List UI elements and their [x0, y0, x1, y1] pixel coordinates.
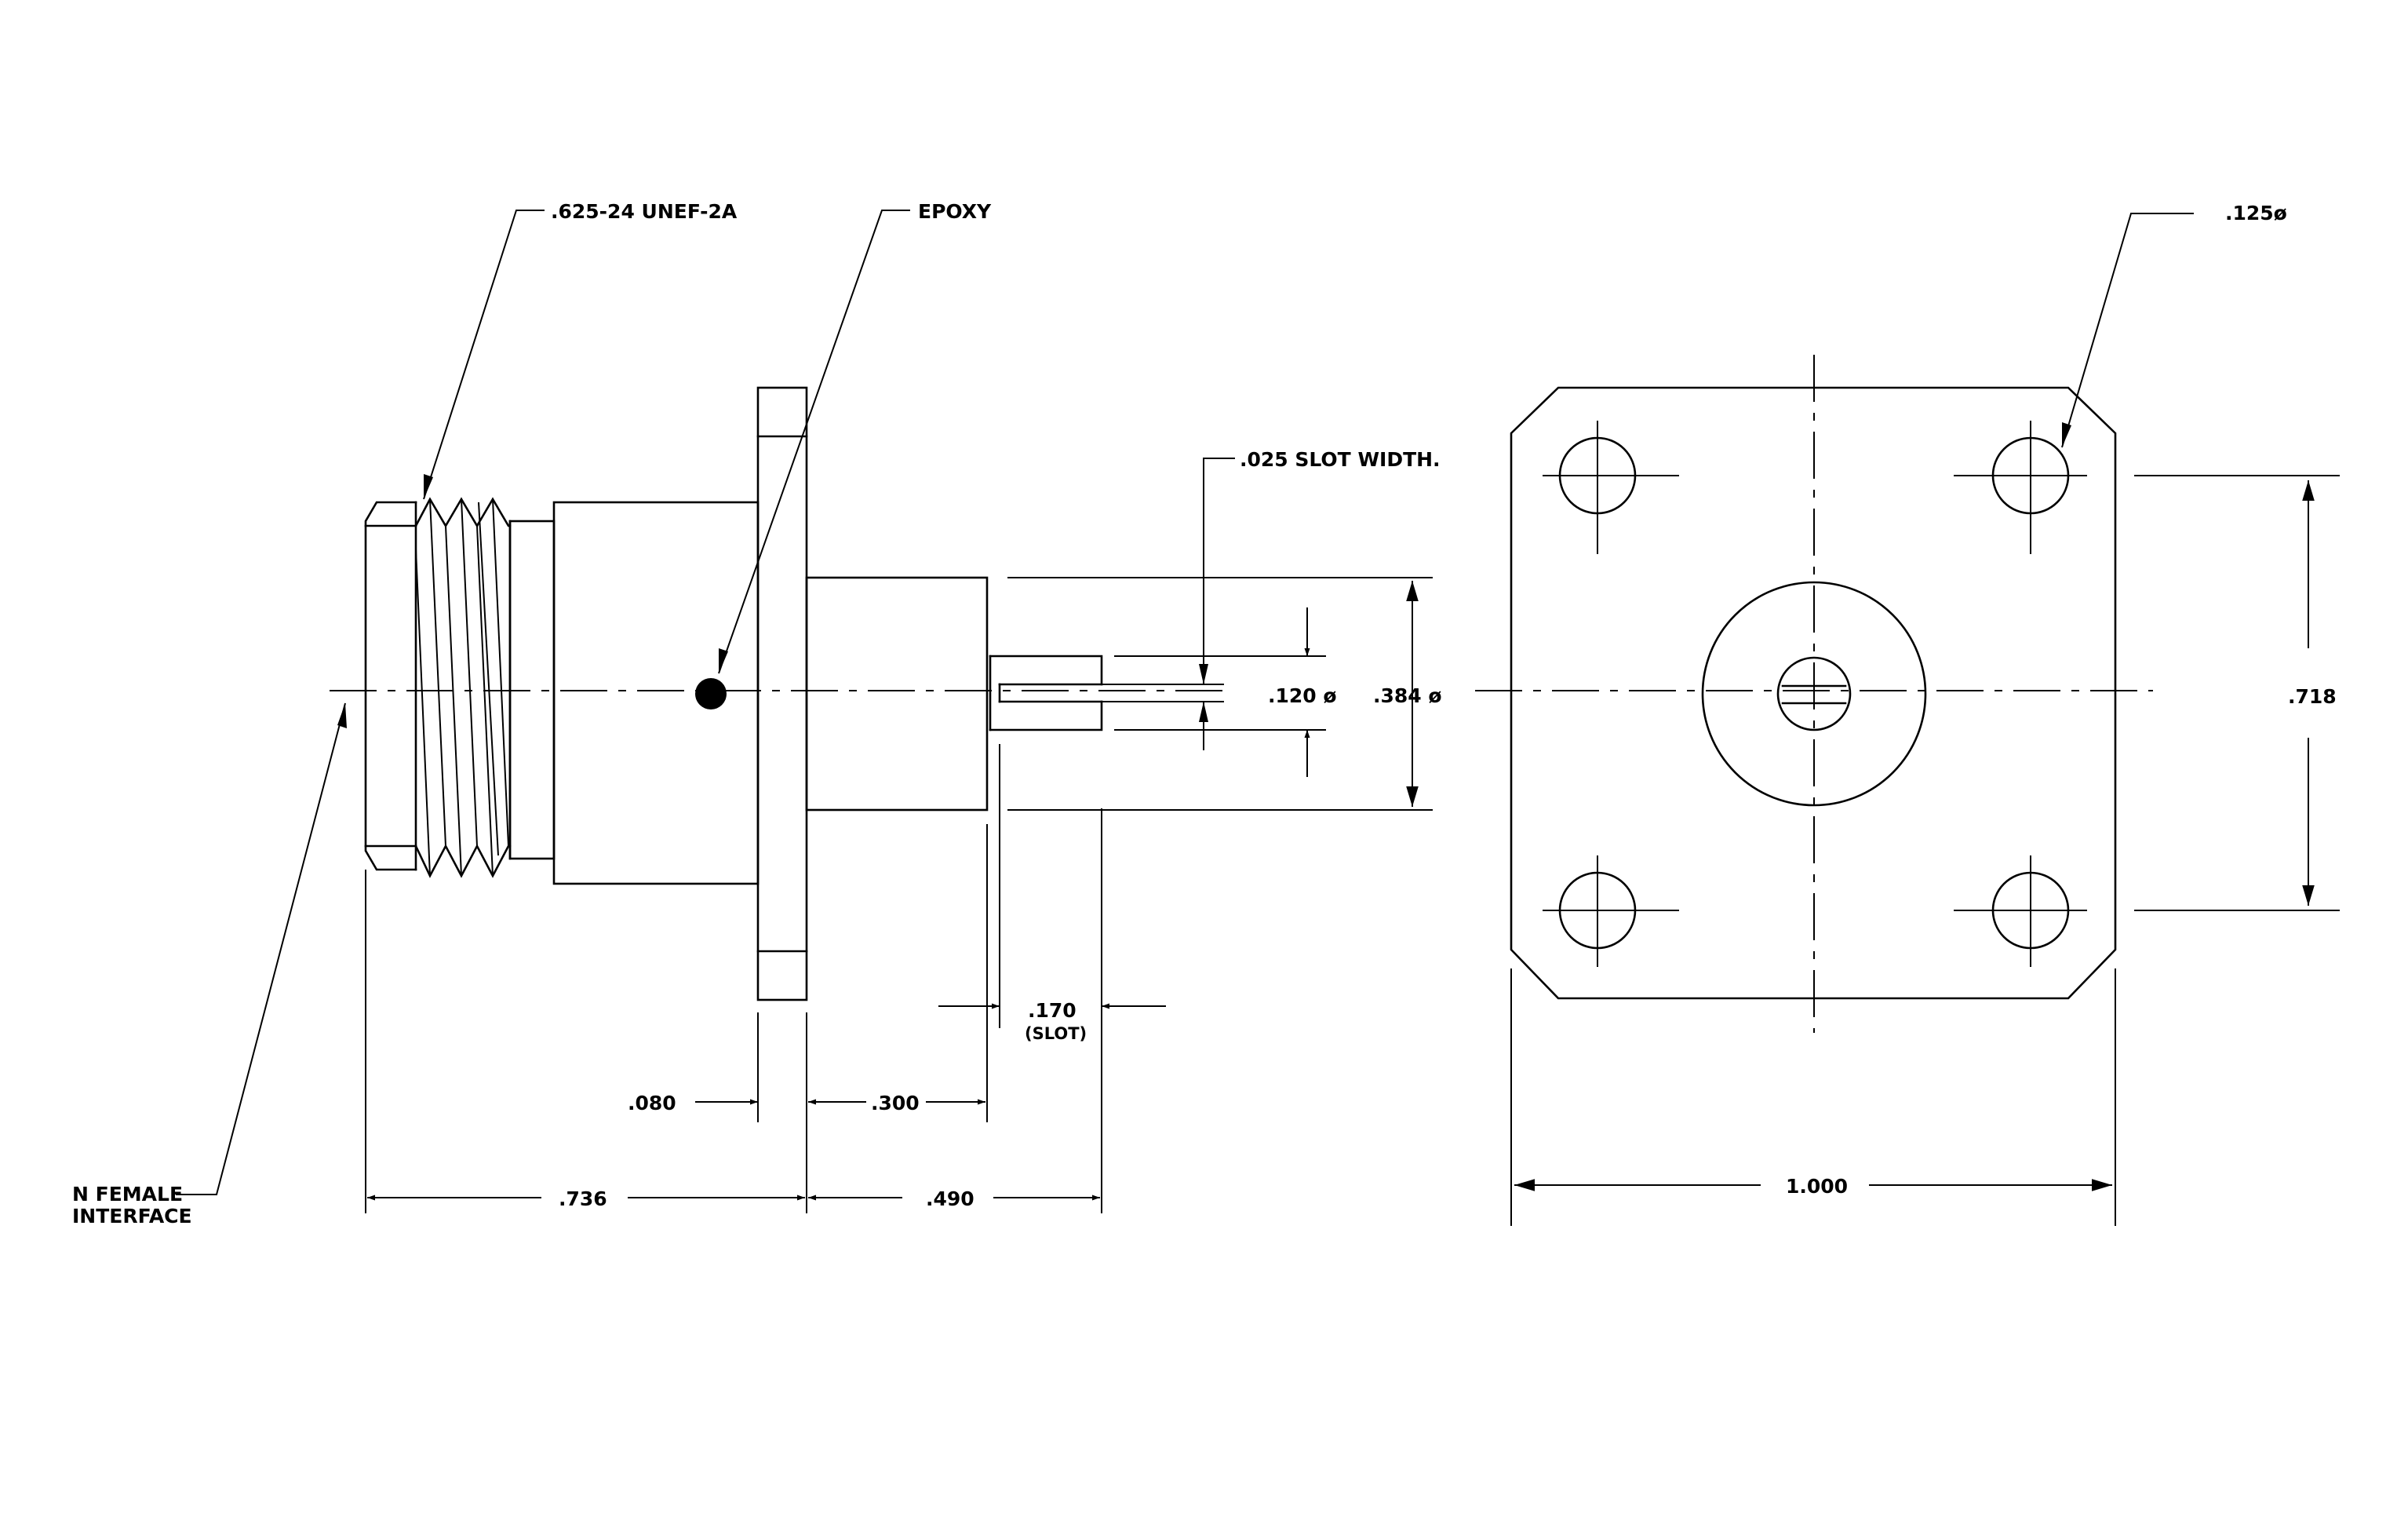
hole-dia-callout: .125ø [2061, 202, 2287, 448]
epoxy-callout: EPOXY [718, 200, 992, 674]
mounting-hole [1543, 421, 1679, 554]
flange-outline [1510, 386, 2117, 1000]
dim-slot-length-label: .170 [1028, 999, 1076, 1022]
dim-rear-length-label: .490 [926, 1187, 974, 1210]
rear-cylinder [805, 576, 989, 812]
rear-body [552, 501, 760, 885]
dim-flange-thickness: .080 [628, 1092, 758, 1114]
side-view: .120 ø .384 ø .025 SLOT WIDTH. .170 (SLO… [72, 200, 1442, 1227]
dim-body-dia: .384 ø [1373, 581, 1442, 807]
slot-width-label: .025 SLOT WIDTH. [1240, 448, 1441, 471]
dim-flange-thickness-label: .080 [628, 1092, 676, 1114]
thread-callout: .625-24 UNEF-2A [423, 200, 738, 500]
dim-rear-length: .490 [808, 1187, 1100, 1210]
dim-hole-spacing: .718 [2288, 480, 2337, 906]
front-view: .125ø .718 1.000 [1475, 202, 2340, 1226]
dim-body-dia-label: .384 ø [1373, 684, 1442, 707]
dim-flange-width-label: 1.000 [1786, 1175, 1848, 1198]
thread-label: .625-24 UNEF-2A [551, 200, 738, 223]
mounting-hole [1954, 855, 2087, 967]
interface-callout: N FEMALE INTERFACE [72, 702, 347, 1227]
dim-pin-dia-label: .120 ø [1268, 684, 1337, 707]
dim-body-length-label: .300 [871, 1092, 920, 1114]
epoxy-label: EPOXY [918, 200, 992, 223]
dim-body-length: .300 [808, 1092, 985, 1114]
dim-front-length: .736 [367, 1187, 805, 1210]
mounting-hole [1954, 421, 2087, 554]
dim-slot-tag: (SLOT) [1025, 1024, 1087, 1043]
interface-label-line2: INTERFACE [72, 1205, 192, 1227]
threaded-front [364, 497, 512, 878]
dim-hole-spacing-label: .718 [2288, 685, 2337, 708]
pin-slot [1781, 684, 1847, 705]
dim-front-length-label: .736 [559, 1187, 607, 1210]
flange [756, 386, 808, 1001]
dim-pin-dia: .120 ø [1268, 607, 1337, 777]
interface-label-line1: N FEMALE [72, 1183, 183, 1205]
epoxy-dot [695, 678, 727, 709]
dim-flange-width: 1.000 [1514, 1175, 2112, 1198]
pin [989, 655, 1224, 731]
body-circle [1701, 581, 1927, 807]
side-extension-lines [365, 577, 1433, 1213]
dim-slot-length: .170 (SLOT) [938, 999, 1166, 1043]
slot-width-callout: .025 SLOT WIDTH. [1199, 448, 1441, 750]
pin-circle [1776, 656, 1852, 731]
hole-dia-label: .125ø [2225, 202, 2287, 224]
mounting-hole [1543, 855, 1679, 967]
